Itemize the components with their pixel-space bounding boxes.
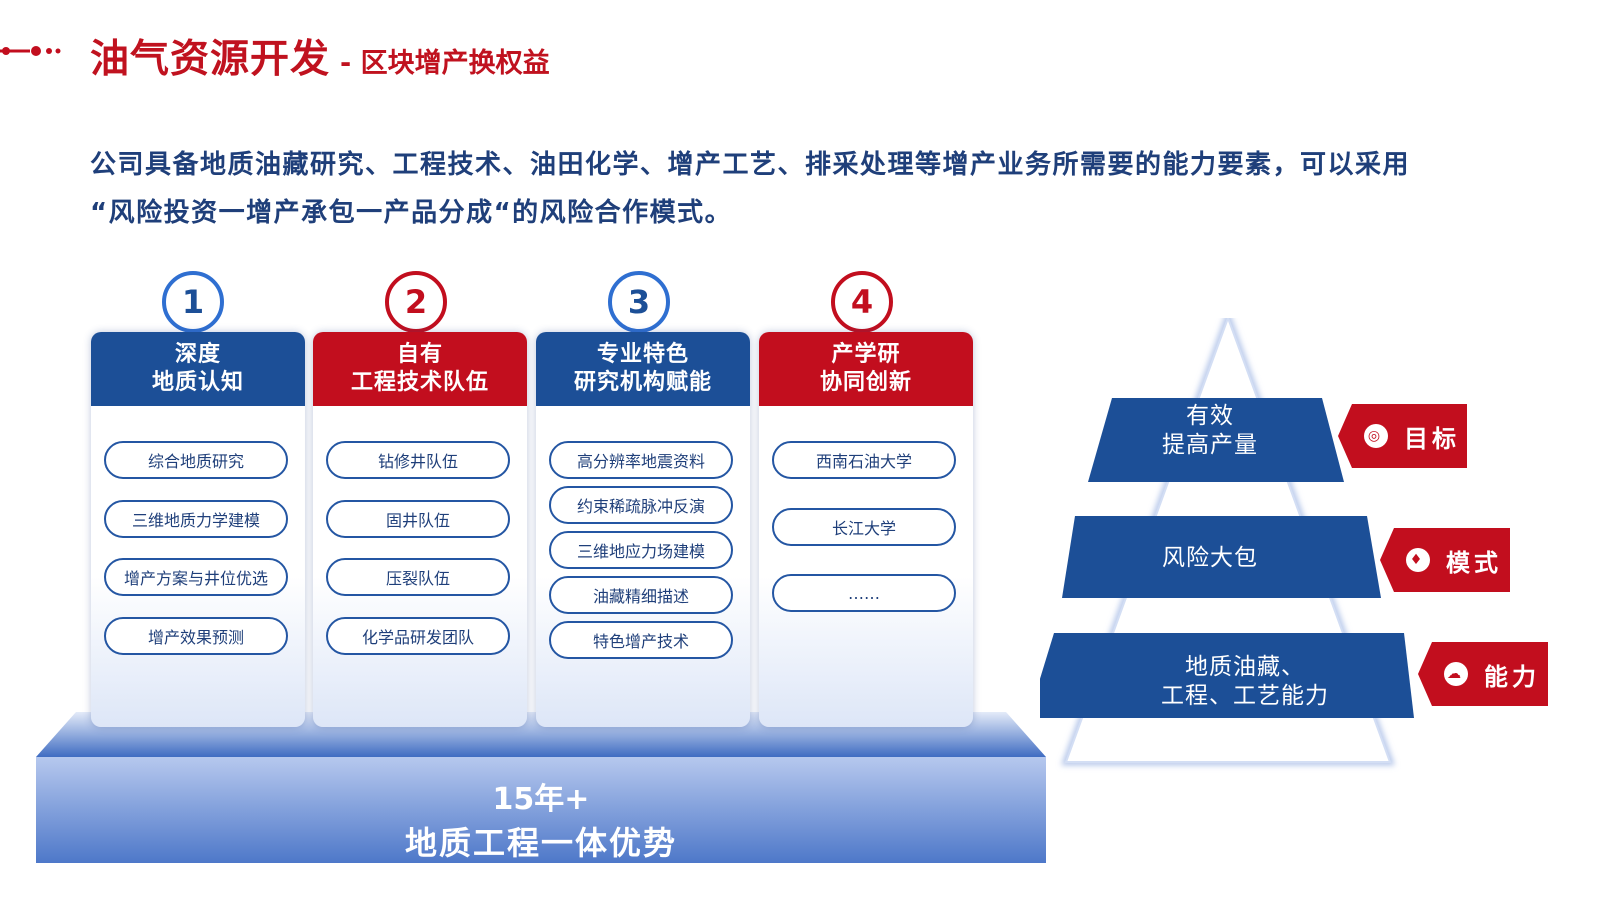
list-item: 油藏精细描述 [549, 576, 733, 614]
column-number-3: 3 [608, 271, 670, 333]
column-title-line2: 协同创新 [819, 370, 912, 395]
list-item: 三维地质力学建模 [104, 500, 288, 538]
list-item: 西南石油大学 [772, 441, 956, 479]
pyramid-tier-bottom: 地质油藏、 工程、工艺能力 [1120, 653, 1370, 711]
base-platform-front [36, 757, 1046, 863]
tier-line1: 风险大包 [1162, 545, 1258, 571]
page-title: 油气资源开发 - 区块增产换权益 [90, 28, 550, 84]
column-geology: 深度 地质认知 综合地质研究 三维地质力学建模 增产方案与井位优选 增产效果预测 [91, 332, 305, 727]
brain-icon: ☁ [1444, 662, 1468, 686]
list-item: 长江大学 [772, 508, 956, 546]
column-industry-academia: 产学研 协同创新 西南石油大学 长江大学 …… [759, 332, 973, 727]
list-item: 化学品研发团队 [326, 617, 510, 655]
diamond-icon: ♦ [1406, 548, 1430, 572]
base-years: 15年+ [492, 782, 590, 817]
title-main: 油气资源开发 [90, 37, 331, 82]
column-title-line1: 产学研 [831, 342, 901, 367]
column-header: 专业特色 研究机构赋能 [536, 332, 750, 406]
column-number-1: 1 [162, 271, 224, 333]
column-title-line1: 自有 [396, 342, 443, 367]
tag-label: 能力 [1484, 662, 1540, 691]
list-item: 高分辨率地震资料 [549, 441, 733, 479]
tag-goal: ◎ 目标 [1364, 404, 1460, 468]
tag-capability: ☁ 能力 [1444, 642, 1540, 706]
column-title-line1: 深度 [174, 342, 221, 367]
list-item: 钻修井队伍 [326, 441, 510, 479]
intro-paragraph: 公司具备地质油藏研究、工程技术、油田化学、增产工艺、排采处理等增产业务所需要的能… [90, 141, 1530, 237]
tag-label: 模式 [1446, 548, 1502, 577]
list-item: 固井队伍 [326, 500, 510, 538]
tag-mode: ♦ 模式 [1406, 528, 1502, 592]
column-number-2: 2 [385, 271, 447, 333]
title-subtitle: - 区块增产换权益 [340, 48, 550, 79]
list-item: 增产方案与井位优选 [104, 558, 288, 596]
list-item: 特色增产技术 [549, 621, 733, 659]
title-decoration [0, 46, 61, 56]
pyramid-tier-middle: 风险大包 [1110, 544, 1310, 573]
column-title-line2: 工程技术队伍 [350, 370, 489, 395]
column-engineering: 自有 工程技术队伍 钻修井队伍 固井队伍 压裂队伍 化学品研发团队 [313, 332, 527, 727]
column-title-line2: 研究机构赋能 [573, 370, 712, 395]
tag-label: 目标 [1404, 424, 1460, 453]
column-header: 自有 工程技术队伍 [313, 332, 527, 406]
column-number-4: 4 [831, 271, 893, 333]
tier-line1: 有效 [1186, 403, 1234, 429]
column-header: 产学研 协同创新 [759, 332, 973, 406]
tier-line2: 提高产量 [1162, 432, 1258, 458]
tier-line2: 工程、工艺能力 [1161, 683, 1329, 709]
list-item: 综合地质研究 [104, 441, 288, 479]
column-header: 深度 地质认知 [91, 332, 305, 406]
column-title-line1: 专业特色 [596, 342, 689, 367]
pyramid-graphic [1040, 318, 1548, 766]
intro-line-2: “风险投资一增产承包一产品分成“的风险合作模式。 [90, 198, 733, 228]
list-item: 约束稀疏脉冲反演 [549, 486, 733, 524]
column-research: 专业特色 研究机构赋能 高分辨率地震资料 约束稀疏脉冲反演 三维地应力场建模 油… [536, 332, 750, 727]
list-item: …… [772, 574, 956, 612]
intro-line-1: 公司具备地质油藏研究、工程技术、油田化学、增产工艺、排采处理等增产业务所需要的能… [90, 150, 1411, 180]
base-advantage: 地质工程一体优势 [404, 824, 677, 862]
target-icon: ◎ [1364, 424, 1388, 448]
list-item: 增产效果预测 [104, 617, 288, 655]
list-item: 压裂队伍 [326, 558, 510, 596]
tier-line1: 地质油藏、 [1185, 654, 1305, 680]
list-item: 三维地应力场建模 [549, 531, 733, 569]
column-title-line2: 地质认知 [151, 370, 244, 395]
pyramid-tier-top: 有效 提高产量 [1110, 402, 1310, 460]
